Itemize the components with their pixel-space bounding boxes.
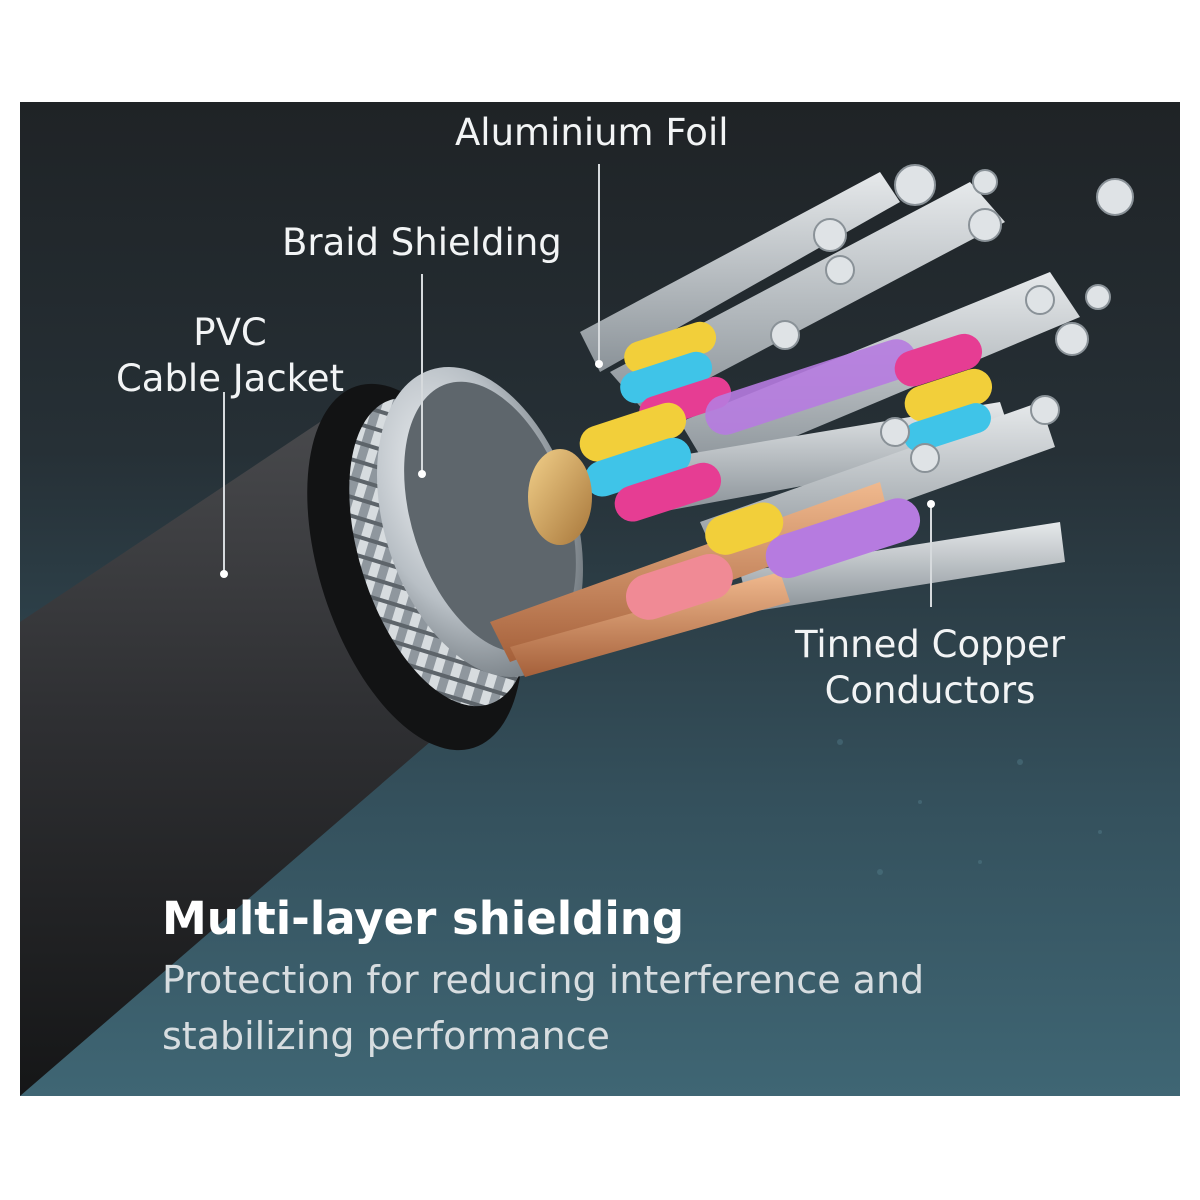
aluminium-foil-label: Aluminium Foil: [455, 111, 729, 154]
pvc-label-line2: Cable Jacket: [115, 357, 345, 401]
pvc-label-line1: PVC: [193, 311, 267, 354]
tinned-label-line1: Tinned Copper: [794, 623, 1066, 666]
illustration-panel: Aluminium Foil Braid Shielding PVC Cable…: [20, 102, 1180, 1096]
callout-leaders: [223, 164, 932, 607]
tinned-copper-label: Tinned Copper Conductors: [780, 622, 1080, 715]
cable-cross-section-illustration: [20, 164, 1134, 1096]
background-dots: [837, 739, 1102, 875]
pvc-cable-jacket-label: PVC Cable Jacket: [90, 310, 370, 403]
inner-conductors: [490, 164, 1134, 677]
subline: Protection for reducing interference and…: [162, 958, 925, 1058]
callout-dots: [220, 360, 935, 578]
headline: Multi-layer shielding: [162, 892, 685, 945]
tinned-label-line2: Conductors: [824, 669, 1036, 713]
braid-shielding-label: Braid Shielding: [282, 221, 562, 264]
